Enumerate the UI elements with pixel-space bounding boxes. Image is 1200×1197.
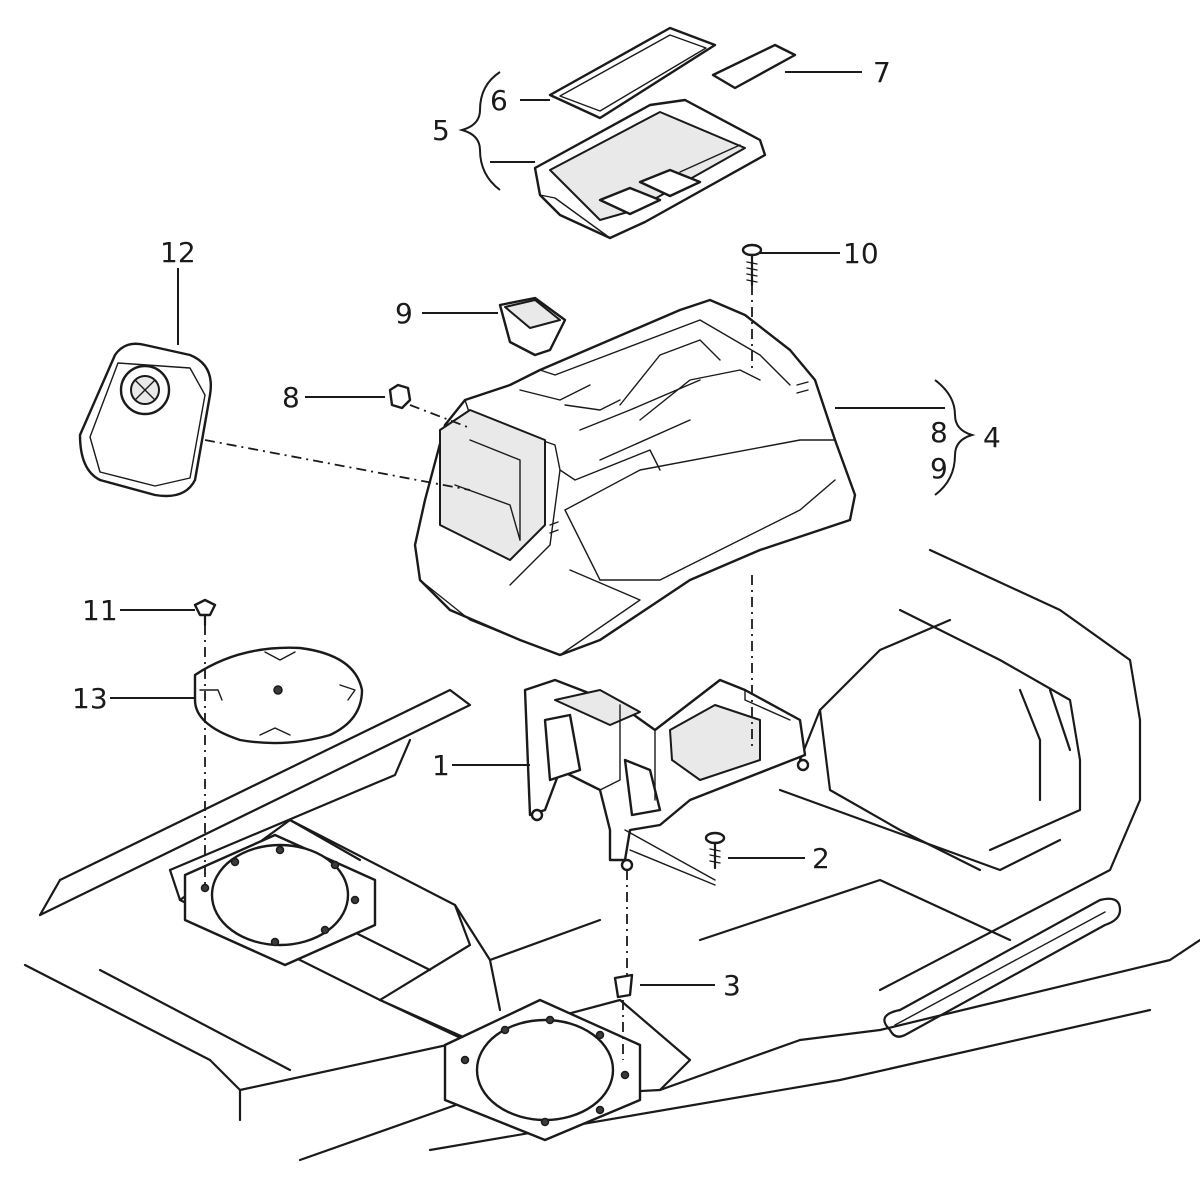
part-12-cover bbox=[78, 342, 212, 498]
part-8-clip bbox=[388, 383, 412, 410]
callout-7: 7 bbox=[873, 56, 891, 89]
callout-4: 4 bbox=[983, 421, 1001, 454]
part-13-plate bbox=[193, 646, 364, 745]
part-9-cupholder bbox=[498, 296, 567, 357]
floor-pan bbox=[23, 548, 1200, 1162]
callout-8: 8 bbox=[282, 381, 300, 414]
leader-lines bbox=[110, 71, 976, 986]
speaker-recess-bolts bbox=[460, 1015, 630, 1127]
part-10-screw bbox=[741, 243, 763, 287]
callout-5: 5 bbox=[432, 114, 450, 147]
part-4-console bbox=[413, 298, 857, 657]
speaker-recess-bolts bbox=[200, 845, 360, 947]
callout-4-sub-9: 9 bbox=[930, 452, 948, 485]
callout-11: 11 bbox=[82, 594, 118, 627]
callout-1: 1 bbox=[432, 749, 450, 782]
part-1-bracket bbox=[523, 678, 810, 872]
callout-2: 2 bbox=[812, 842, 830, 875]
part-5-tray bbox=[533, 98, 767, 240]
part-2-bolt bbox=[704, 831, 726, 870]
callout-13: 13 bbox=[72, 682, 108, 715]
callout-6: 6 bbox=[490, 84, 508, 117]
callouts: 1 2 3 4 8 9 5 6 7 8 9 10 11 12 13 bbox=[72, 56, 1001, 1002]
callout-3: 3 bbox=[723, 969, 741, 1002]
callout-10: 10 bbox=[843, 237, 879, 270]
callout-12: 12 bbox=[160, 236, 196, 269]
assembly-lines bbox=[204, 285, 753, 1060]
part-7-insert bbox=[711, 43, 797, 90]
part-6-mat bbox=[548, 26, 717, 120]
part-3-nut bbox=[613, 973, 634, 999]
callout-4-sub-8: 8 bbox=[930, 416, 948, 449]
part-11-clip bbox=[193, 598, 217, 627]
callout-9: 9 bbox=[395, 297, 413, 330]
